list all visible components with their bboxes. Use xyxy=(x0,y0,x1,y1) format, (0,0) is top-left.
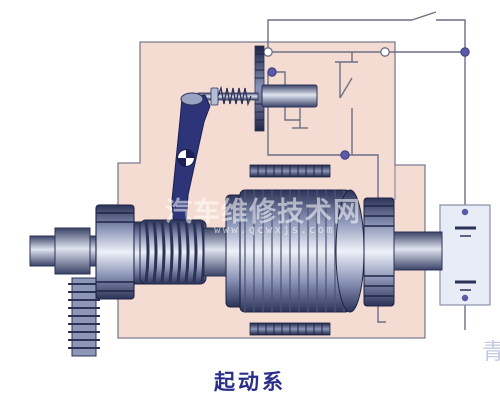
field-coil-bottom xyxy=(249,322,331,336)
wiring xyxy=(267,11,466,330)
diagram-caption: 起动系 xyxy=(214,369,286,394)
watermark-text: 汽车维修技术网 xyxy=(165,197,361,228)
field-coil-top xyxy=(249,164,331,178)
flywheel-ring-gear-icon xyxy=(68,277,100,357)
commutator-icon xyxy=(363,197,443,307)
armature-icon xyxy=(225,189,365,313)
pinion-gear-icon xyxy=(95,204,233,300)
ignition-switch-icon xyxy=(263,47,470,160)
watermark-url: www.qcwxjs.com xyxy=(214,223,335,236)
edge-watermark: 青 xyxy=(482,340,500,365)
battery-icon xyxy=(439,204,491,306)
return-spring-icon xyxy=(217,85,252,107)
